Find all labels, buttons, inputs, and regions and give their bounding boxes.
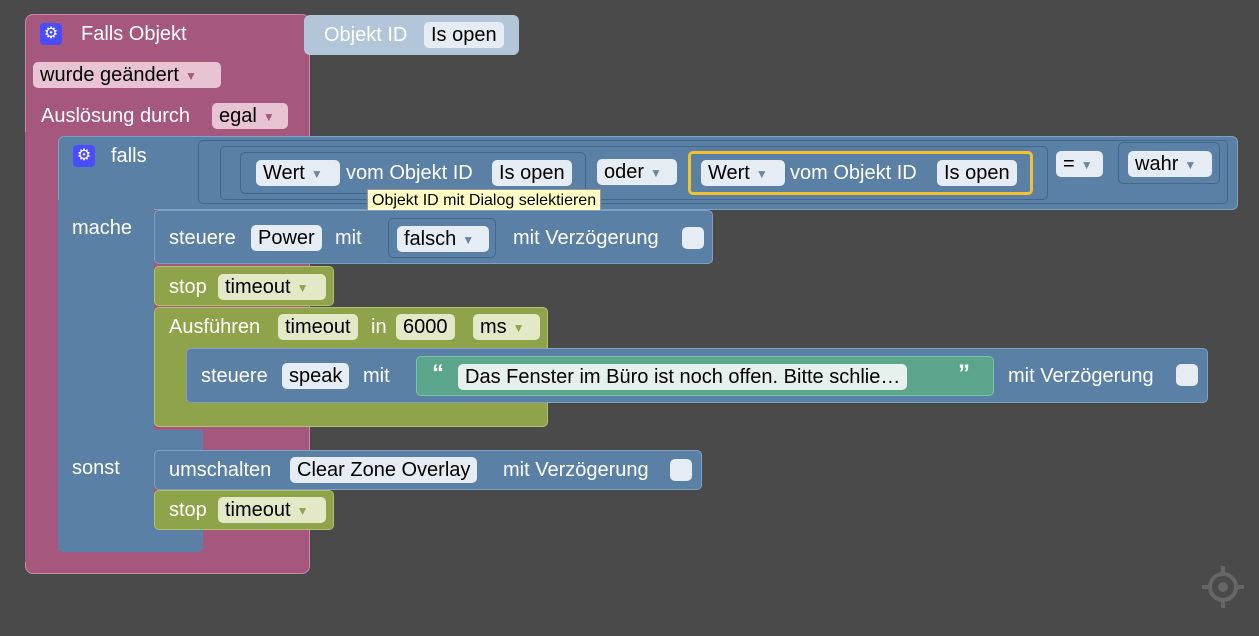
sonst-label: sonst xyxy=(72,457,120,479)
delay-checkbox[interactable] xyxy=(670,459,692,481)
mache-label: mache xyxy=(72,217,133,239)
control-label: steuere xyxy=(201,365,268,387)
delay-checkbox[interactable] xyxy=(682,227,704,249)
false-dropdown[interactable]: falsch▼ xyxy=(397,226,489,252)
object-id-field-left[interactable]: Is open xyxy=(492,160,572,186)
close-quote-icon: ” xyxy=(958,360,970,387)
trigger-by-label: Auslösung durch xyxy=(41,105,190,127)
delay-label: mit Verzögerung xyxy=(503,459,649,481)
falls-label: falls xyxy=(111,145,147,167)
control-target-field[interactable]: Power xyxy=(251,225,322,251)
stop-timeout-dropdown[interactable]: timeout▼ xyxy=(218,274,326,300)
object-id-field[interactable]: Is open xyxy=(424,22,504,48)
stop-label: stop xyxy=(169,499,207,521)
tooltip: Objekt ID mit Dialog selektieren xyxy=(367,189,602,213)
trigger-by-dropdown[interactable]: egal▼ xyxy=(212,103,288,129)
speak-text-field[interactable]: Das Fenster im Büro ist noch offen. Bitt… xyxy=(458,364,908,390)
object-id-label: Objekt ID xyxy=(324,24,408,46)
target-icon[interactable] xyxy=(1200,564,1246,610)
gear-icon[interactable]: ⚙ xyxy=(73,145,95,167)
control-label: steuere xyxy=(169,227,236,249)
timeout-amount-field[interactable]: 6000 xyxy=(396,314,455,340)
stop-label: stop xyxy=(169,276,207,298)
in-label: in xyxy=(371,316,387,338)
gear-icon[interactable]: ⚙ xyxy=(40,23,62,45)
value-of-object-label-right: vom Objekt ID xyxy=(790,162,917,184)
boolean-dropdown[interactable]: wahr▼ xyxy=(1128,151,1212,177)
timeout-name-field[interactable]: timeout xyxy=(278,314,358,340)
trigger-dropdown[interactable]: wurde geändert▼ xyxy=(33,62,221,88)
with-label: mit xyxy=(335,227,362,249)
stop-timeout-dropdown[interactable]: timeout▼ xyxy=(218,497,326,523)
value-of-object-label-left: vom Objekt ID xyxy=(346,162,473,184)
object-id-field-right[interactable]: Is open xyxy=(937,160,1017,186)
toggle-target-field[interactable]: Clear Zone Overlay xyxy=(290,457,478,483)
timeout-unit-dropdown[interactable]: ms▼ xyxy=(473,314,540,340)
event-title: Falls Objekt xyxy=(81,23,187,45)
execute-label: Ausführen xyxy=(169,316,261,338)
with-label: mit xyxy=(363,365,390,387)
or-dropdown[interactable]: oder▼ xyxy=(597,159,677,185)
operator-dropdown[interactable]: =▼ xyxy=(1056,151,1103,177)
toggle-label: umschalten xyxy=(169,459,272,481)
open-quote-icon: “ xyxy=(432,360,444,387)
control-target-field[interactable]: speak xyxy=(282,363,350,389)
value-dropdown-left[interactable]: Wert▼ xyxy=(256,160,340,186)
value-dropdown-right[interactable]: Wert▼ xyxy=(701,160,785,186)
delay-checkbox[interactable] xyxy=(1176,364,1198,386)
delay-label: mit Verzögerung xyxy=(513,227,659,249)
delay-label: mit Verzögerung xyxy=(1008,365,1154,387)
